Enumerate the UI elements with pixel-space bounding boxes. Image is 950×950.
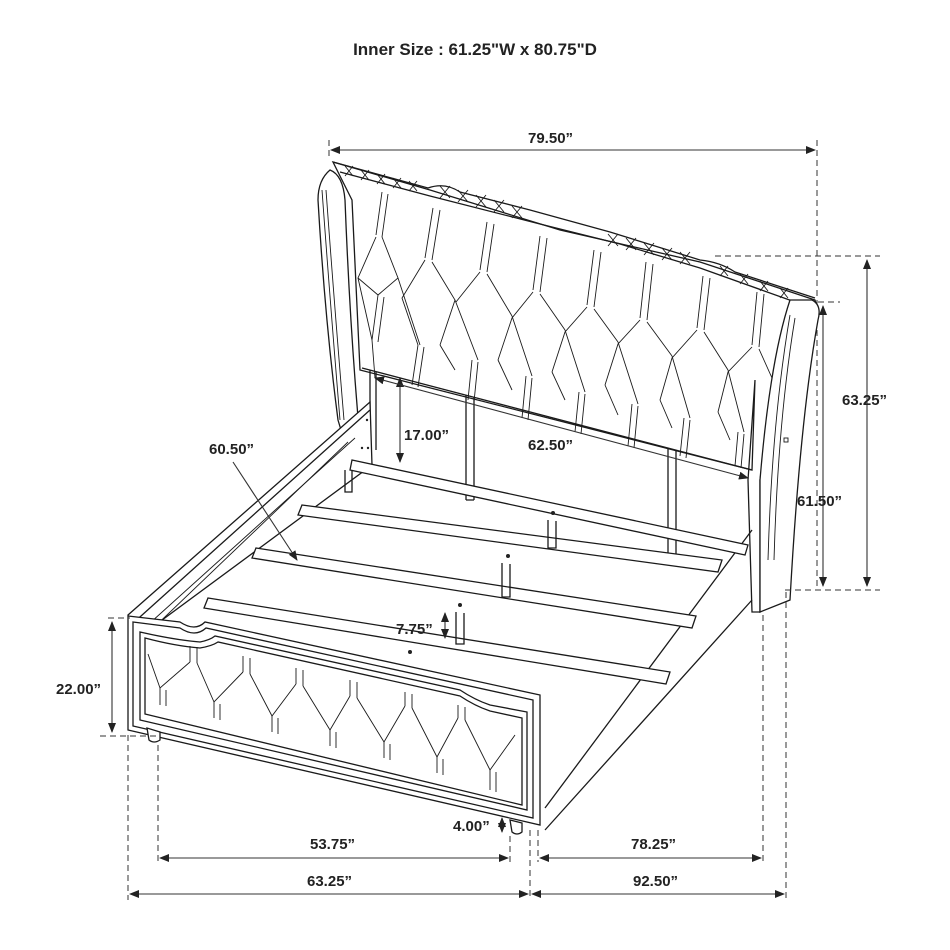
label-overall-width: 79.50” (528, 130, 574, 147)
dim-side-rail (232, 461, 298, 561)
dim-overall-width (328, 140, 818, 590)
crest-lattice (344, 165, 789, 299)
dim-panel (374, 376, 749, 480)
dim-headboard-heights (715, 255, 880, 591)
dim-footboard-height (100, 617, 158, 737)
slats (203, 459, 749, 685)
label-headboard-total-height: 63.25” (842, 392, 888, 409)
label-panel-width: 62.50” (528, 437, 574, 454)
inner-size-title: Inner Size : 61.25"W x 80.75"D (353, 40, 597, 59)
label-leg-height: 4.00” (453, 818, 490, 835)
footboard-tufting (147, 646, 516, 792)
label-overall-length: 92.50” (633, 873, 679, 890)
label-side-rail-length: 60.50” (209, 441, 255, 458)
label-footboard-overall-width: 63.25” (307, 873, 353, 890)
label-side-rail-inner-length: 78.25” (631, 836, 677, 853)
dim-bottom (127, 592, 787, 900)
label-footboard-inner-width: 53.75” (310, 836, 356, 853)
label-headboard-height: 61.50” (797, 493, 843, 510)
label-rail-gap: 17.00” (404, 427, 450, 444)
label-slat-support-height: 7.75” (396, 621, 433, 638)
footboard (127, 615, 541, 835)
label-footboard-height: 22.00” (56, 681, 102, 698)
